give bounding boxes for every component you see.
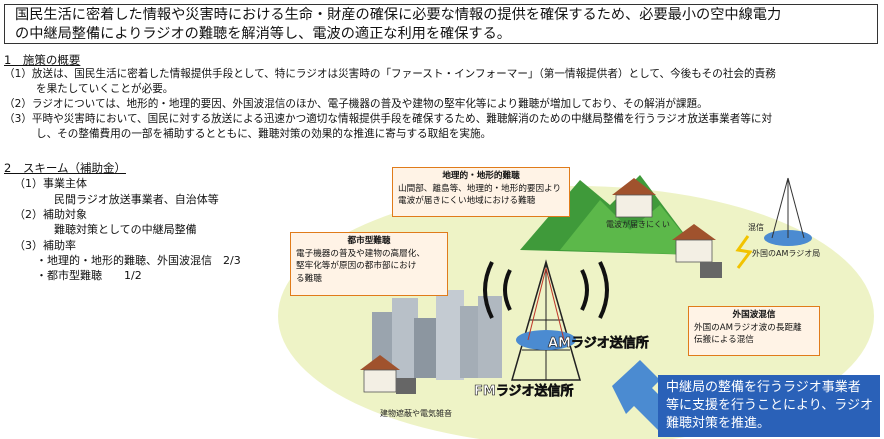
callout-urban: 都市型難聴 電子機器の普及や建物の高層化、 堅牢化等が原因の都市部におけ る難聴 [290, 232, 448, 296]
scheme-line-3: （2）補助対象 [14, 208, 87, 221]
scheme-line-2: 民間ラジオ放送事業者、自治体等 [54, 193, 219, 206]
fm-station-label: FMラジオ送信所 [474, 384, 574, 400]
city-buildings-icon [372, 290, 502, 380]
section-1-item-2: （2）ラジオについては、地形的・地理的要因、外国波混信のほか、電子機器の普及や建… [4, 98, 708, 110]
callout-geographic-line-1: 山間部、離島等、地理的・地形的要因より [398, 183, 562, 194]
callout-geographic-line-2: 電波が届きにくい地域における難聴 [398, 196, 536, 206]
am-tower-icon [516, 267, 576, 350]
scheme-line-7: ・都市型難聴 1/2 [36, 269, 142, 282]
am-station-label: AMラジオ送信所 [548, 336, 649, 352]
headline-box: 国民生活に密着した情報や災害時における生命・財産の確保に必要な情報の提供を確保す… [4, 4, 878, 44]
section-1-item-3: （3）平時や災害時において、国民に対する放送による迅速かつ適切な情報提供手段を確… [4, 113, 773, 125]
interference-house-icon [672, 224, 722, 278]
radio-waves [483, 261, 609, 319]
section-1-item-1: （1）放送は、国民生活に密着した情報提供手段として、特にラジオは災害時の「ファー… [4, 68, 776, 80]
city-house-icon [360, 355, 416, 394]
callout-urban-line-2: 堅牢化等が原因の都市部におけ [296, 261, 417, 271]
callout-geographic: 地理的・地形的難聴 山間部、離島等、地理的・地形的要因より 電波が届きにくい地域… [392, 167, 570, 217]
callout-urban-title: 都市型難聴 [347, 236, 391, 246]
headline-line-2: の中継局整備によりラジオの難聴を解消等し、電波の適正な利用を確保する。 [15, 26, 511, 42]
scheme-line-5: （3）補助率 [14, 239, 76, 252]
foreign-station-label: 外国のAMラジオ局 [752, 249, 821, 258]
callout-urban-line-1: 電子機器の普及や建物の高層化、 [296, 248, 425, 259]
section-2-title: 2 スキーム（補助金） [4, 161, 126, 175]
mountain-label: 電波が届きにくい [606, 220, 670, 229]
building-label: 建物遮蔽や電気雑音 [380, 409, 452, 418]
mountain-house-icon [612, 178, 656, 218]
callout-foreign-title: 外国波混信 [732, 310, 776, 320]
interference-label: 混信 [748, 223, 764, 232]
callout-foreign-line-2: 伝搬による混信 [694, 335, 754, 345]
callout-urban-line-3: る難聴 [296, 273, 322, 284]
section-1-title: 1 施策の概要 [4, 53, 81, 67]
scheme-line-6: ・地理的・地形的難聴、外国波混信 2/3 [36, 254, 241, 267]
conclusion-line-3: 難聴対策を推進。 [666, 416, 771, 431]
headline-line-1: 国民生活に密着した情報や災害時における生命・財産の確保に必要な情報の提供を確保す… [15, 7, 782, 23]
section-1-item-3-cont: し、その整備費用の一部を補助するとともに、難聴対策の効果的な推進に寄与する取組を… [36, 128, 492, 140]
conclusion-box: 中継局の整備を行うラジオ事業者 等に支援を行うことにより、ラジオ 難聴対策を推進… [658, 375, 880, 437]
callout-foreign: 外国波混信 外国のAMラジオ波の長距離 伝搬による混信 [688, 306, 820, 356]
scheme-line-4: 難聴対策としての中継局整備 [54, 223, 197, 236]
foreign-am-tower-icon [764, 177, 812, 246]
conclusion-line-1: 中継局の整備を行うラジオ事業者 [666, 380, 861, 395]
scheme-line-1: （1）事業主体 [14, 177, 87, 190]
callout-foreign-line-1: 外国のAMラジオ波の長距離 [694, 322, 802, 333]
section-1-item-1-cont: を果たしていくことが必要。 [36, 83, 174, 95]
conclusion-line-2: 等に支援を行うことにより、ラジオ [666, 398, 873, 413]
callout-geographic-title: 地理的・地形的難聴 [442, 171, 520, 181]
interference-lightning-icon [735, 235, 753, 269]
